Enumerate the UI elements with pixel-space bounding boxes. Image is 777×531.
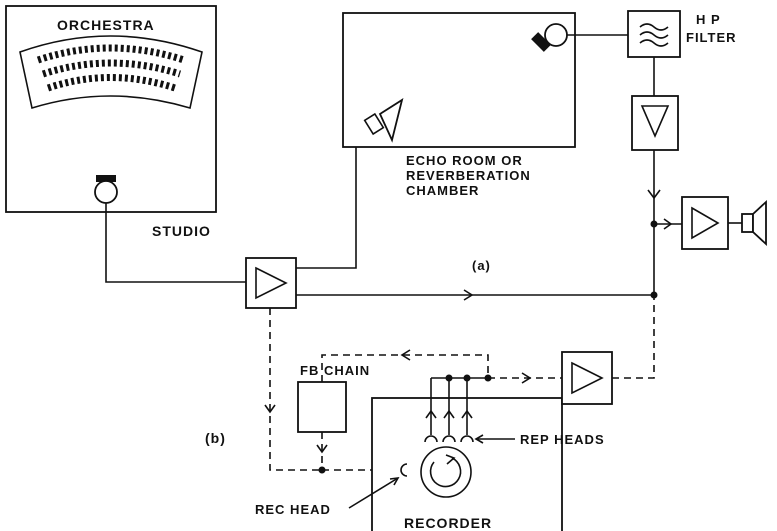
high-pass-filter-icon: [639, 23, 669, 47]
path-a-label: (a): [472, 258, 491, 273]
path-b-label: (b): [205, 430, 226, 446]
orchestra-label: ORCHESTRA: [57, 17, 155, 33]
replay-return-line: [612, 295, 655, 379]
fb-chain-feed-line: [321, 354, 489, 382]
rec-head-leader: [348, 477, 399, 509]
output-loudspeaker-icon: [741, 199, 767, 247]
studio-label: STUDIO: [152, 223, 211, 239]
echo-room-label-line1: ECHO ROOM OR: [406, 153, 523, 168]
rec-head: [400, 463, 408, 477]
studio-to-amp-line: [105, 203, 246, 283]
fb-junction: [318, 466, 326, 474]
fb-chain-box: [297, 381, 347, 433]
hp-filter-box: [627, 10, 681, 58]
echo-room-loudspeaker-icon: [363, 98, 404, 143]
hp-filter-label-line2: FILTER: [686, 30, 737, 45]
tape-reel-icon: [420, 446, 472, 498]
amplifier-triangle-icon: [255, 266, 288, 300]
fb-chain-label: FB CHAIN: [300, 363, 370, 378]
orchestra-seating: [19, 35, 203, 110]
echo-return-amplifier: [631, 95, 679, 151]
arrow-down-echo: [647, 189, 661, 200]
replay-amplifier: [561, 351, 613, 405]
hp-filter-label-line1: H P: [696, 12, 721, 27]
studio-microphone-icon: [94, 175, 118, 204]
echo-room-label-line3: CHAMBER: [406, 183, 479, 198]
recorder-label: RECORDER: [404, 515, 492, 531]
amp-to-echo-speaker-line: [296, 142, 370, 269]
main-amplifier: [245, 257, 297, 309]
output-amplifier: [681, 196, 729, 250]
echo-room-label-line2: REVERBERATION: [406, 168, 531, 183]
rec-head-label: REC HEAD: [255, 502, 331, 517]
path-a-arrow: [463, 289, 474, 301]
path-b-dashed-line: [269, 308, 322, 471]
rep-heads-label: REP HEADS: [520, 432, 605, 447]
rep-heads: [424, 435, 474, 443]
